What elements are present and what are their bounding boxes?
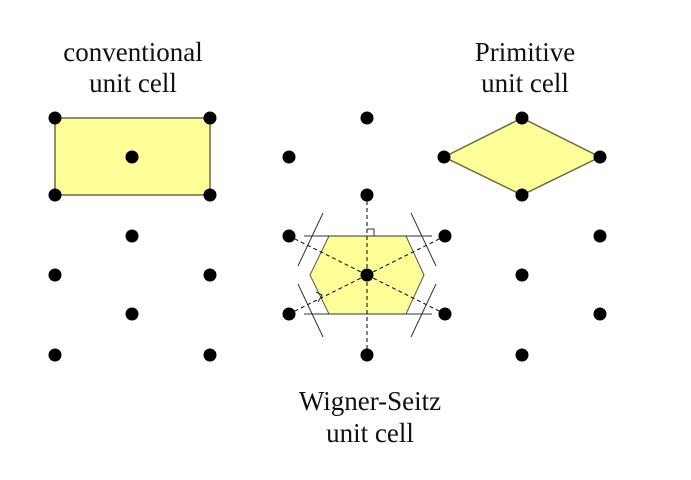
lattice-point [515,268,529,282]
lattice-point [360,268,374,282]
lattice-point [437,150,451,164]
lattice-point [515,188,529,202]
lattice-point [48,188,62,202]
lattice-point [48,348,62,362]
lattice-point [593,229,607,243]
lattice-point [360,111,374,125]
lattice-point [360,348,374,362]
primitive-label-line2: unit cell [481,68,569,98]
conventional-label-line2: unit cell [89,68,177,98]
lattice-points [48,111,607,362]
lattice-point [282,150,296,164]
lattice-point [48,111,62,125]
lattice-point [203,268,217,282]
conventional-label-line1: conventional [63,37,202,67]
lattice-point [203,348,217,362]
lattice-point [48,268,62,282]
wigner-seitz-label-line1: Wigner-Seitz [299,386,441,416]
lattice-point [593,307,607,321]
nearest-neighbour-lines [288,195,446,355]
lattice-point [282,229,296,243]
right-angle-markers [315,228,375,303]
lattice-point [515,348,529,362]
lattice-point [593,150,607,164]
lattice-point [282,307,296,321]
lattice-point [203,111,217,125]
lattice-point [360,188,374,202]
perpendicular-bisectors [297,212,437,338]
lattice-point [438,307,452,321]
lattice-point [125,229,139,243]
wigner-seitz-label-line2: unit cell [326,418,414,448]
primitive-label-line1: Primitive [475,37,576,67]
primitive-unit-cell [442,117,602,196]
lattice-point [438,229,452,243]
lattice-point [203,188,217,202]
lattice-point [125,150,139,164]
lattice-point [515,111,529,125]
lattice-point [125,307,139,321]
